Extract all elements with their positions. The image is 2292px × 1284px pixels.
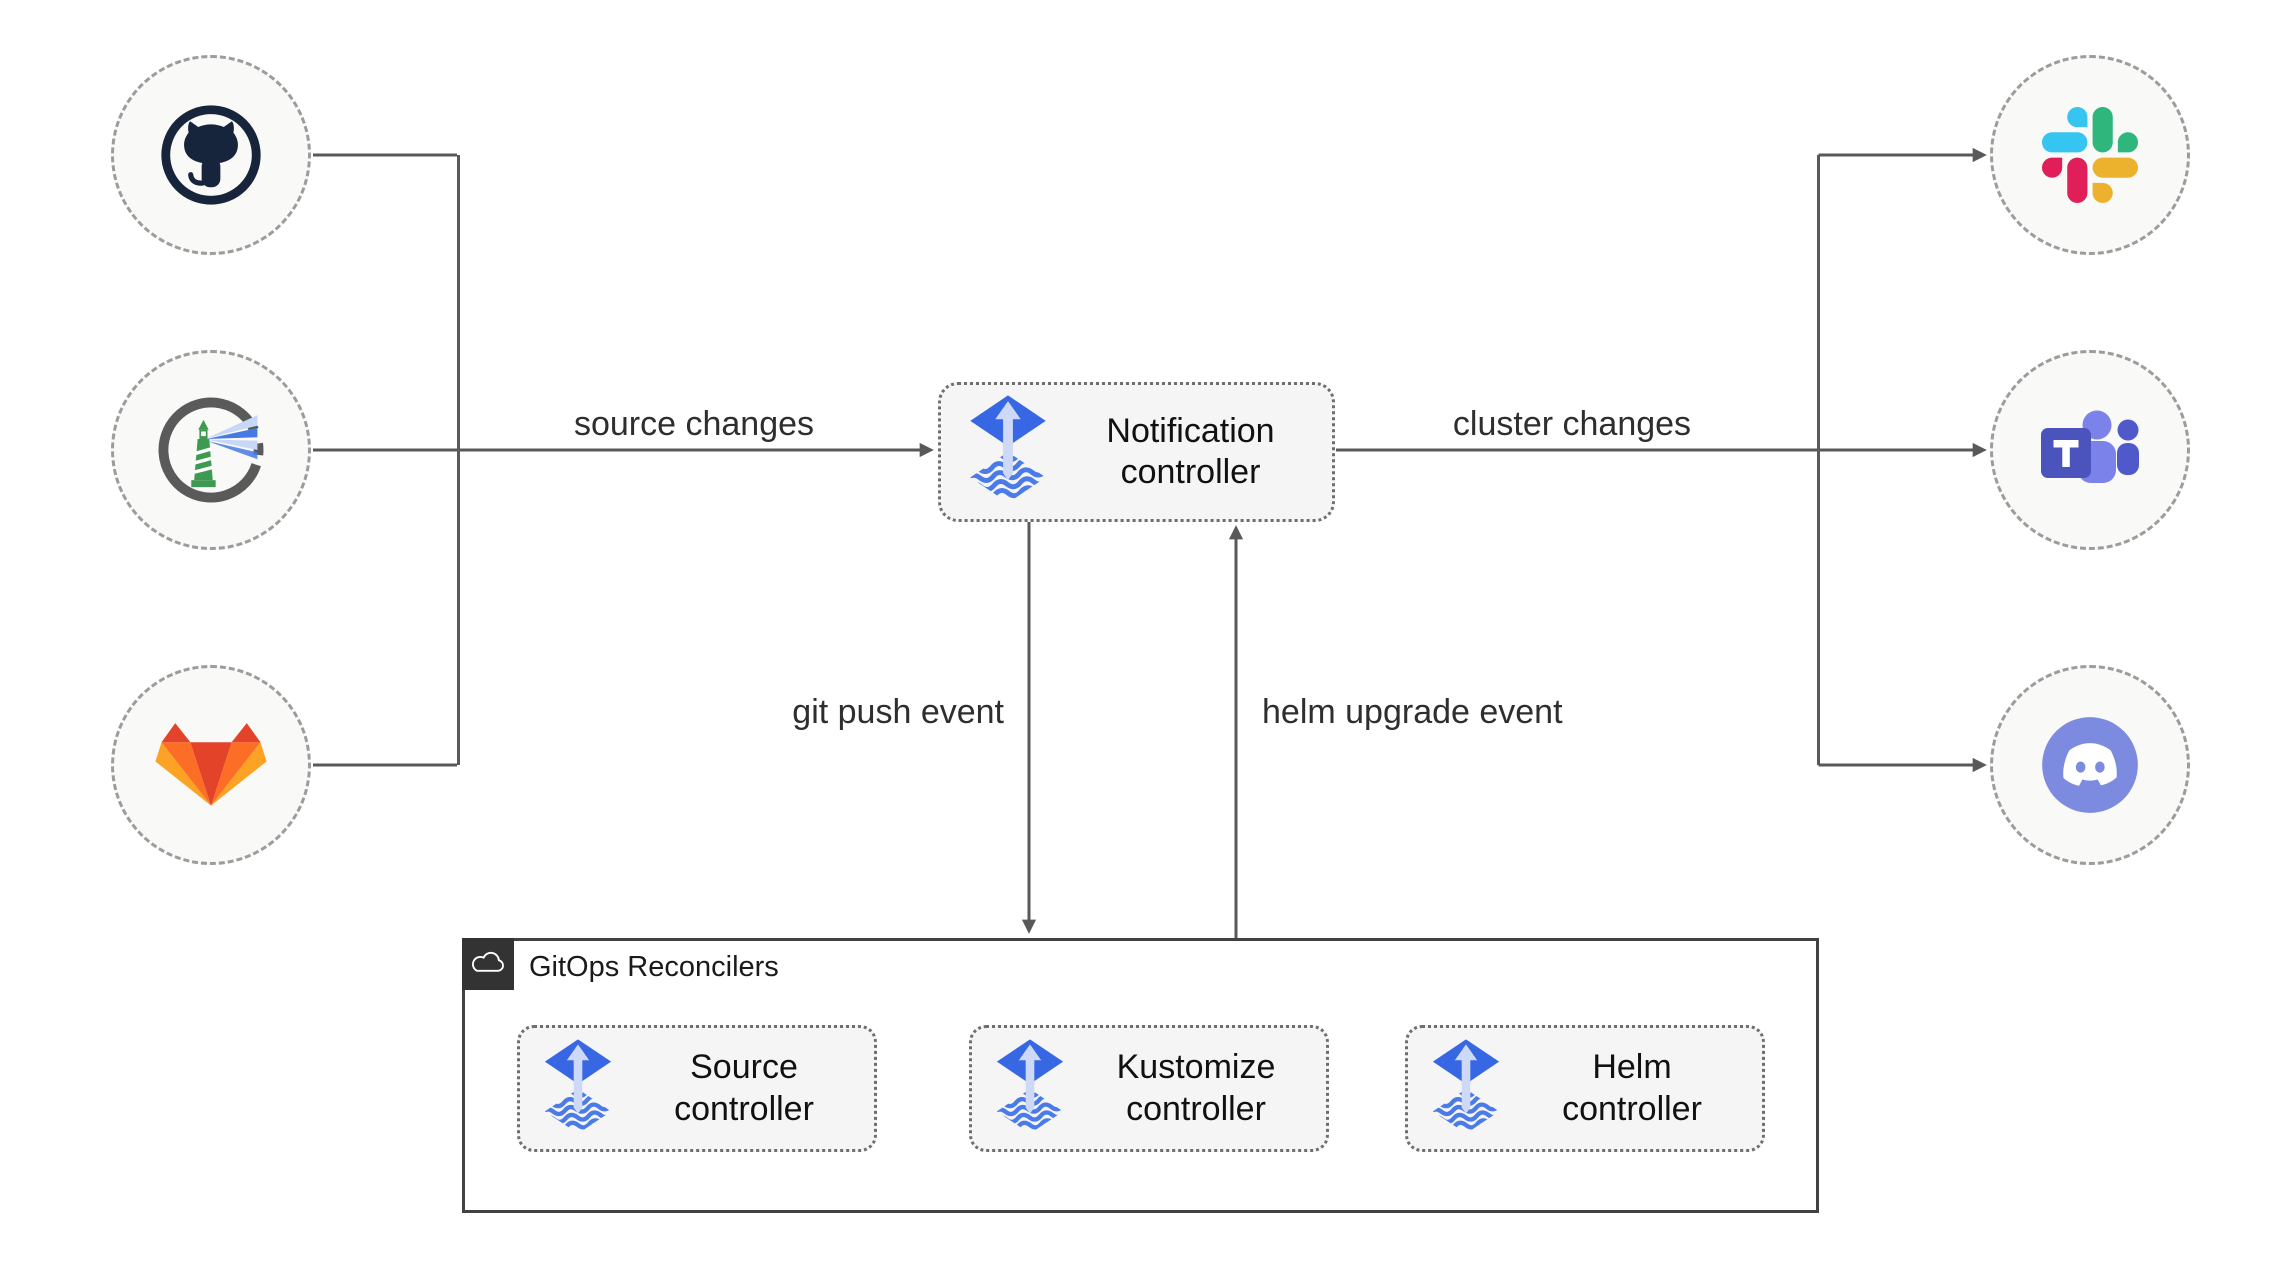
edge-label-cluster-changes: cluster changes	[1452, 405, 1692, 443]
edge-label-helm-upgrade-event: helm upgrade event	[1262, 693, 1563, 731]
github-icon	[161, 105, 261, 205]
lighthouse	[191, 419, 216, 488]
kustomize-controller-node: Kustomize controller	[969, 1025, 1329, 1152]
target-node-slack	[1990, 55, 2190, 255]
source-controller-label: Source controller	[674, 1048, 814, 1128]
source-node-harbor	[111, 350, 311, 550]
notification-controller-label: Notification controller	[1106, 411, 1275, 491]
gitops-reconcilers-title: GitOps Reconcilers	[529, 951, 779, 983]
flux-icon	[967, 394, 1049, 510]
flux-icon	[542, 1038, 614, 1140]
cloud-icon	[472, 951, 504, 972]
target-node-discord	[1990, 665, 2190, 865]
discord-icon	[2042, 717, 2138, 813]
helm-controller-label: Helm controller	[1562, 1048, 1702, 1128]
flux-icon	[1430, 1038, 1502, 1140]
kustomize-controller-label: Kustomize controller	[1116, 1048, 1276, 1128]
helm-controller-node: Helm controller	[1405, 1025, 1765, 1152]
gitops-header-square	[462, 938, 514, 990]
microsoft-teams-icon	[2041, 410, 2139, 483]
edge-label-source-changes: source changes	[573, 405, 815, 443]
gitops-reconcilers-group: GitOps Reconcilers Source controller Kus…	[462, 938, 1819, 1213]
source-node-gitlab	[111, 665, 311, 865]
target-node-teams	[1990, 350, 2190, 550]
notification-controller-node: Notification controller	[938, 382, 1335, 522]
source-controller-node: Source controller	[517, 1025, 877, 1152]
gitlab-icon	[155, 723, 267, 806]
source-node-github	[111, 55, 311, 255]
edge-label-git-push-event: git push event	[792, 693, 1004, 731]
slack-icon	[2042, 107, 2138, 203]
flux-icon	[994, 1038, 1066, 1140]
harbor-icon	[158, 397, 264, 503]
